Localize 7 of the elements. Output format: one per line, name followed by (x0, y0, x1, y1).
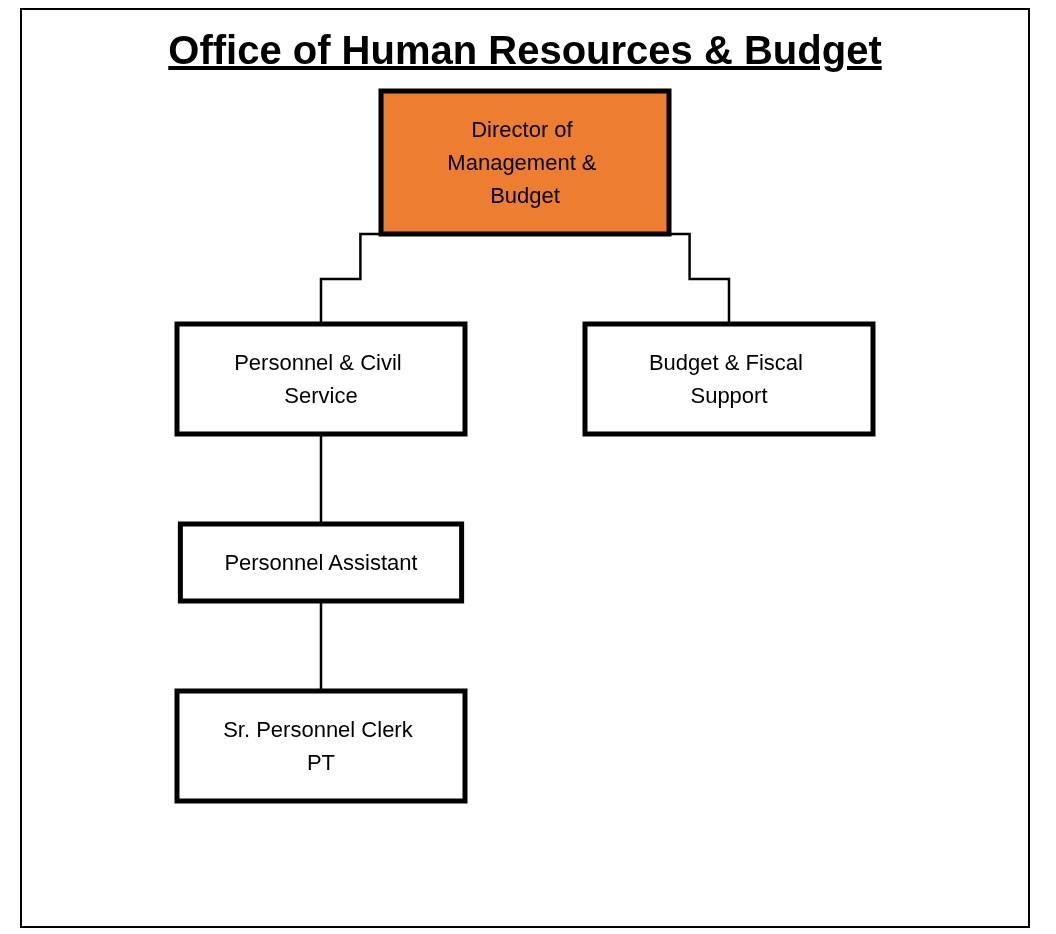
node-box (174, 321, 468, 437)
chart-title: Office of Human Resources & Budget (168, 28, 882, 73)
node-box (177, 521, 465, 604)
node-box (174, 688, 468, 804)
node-box (378, 88, 672, 237)
node-box (582, 321, 876, 437)
page-frame: Office of Human Resources & Budget Director of Management & Budget Personnel & Civil Service Budget & Fiscal Support Personnel Assistant Sr. Personnel Clerk PT (20, 8, 1030, 928)
